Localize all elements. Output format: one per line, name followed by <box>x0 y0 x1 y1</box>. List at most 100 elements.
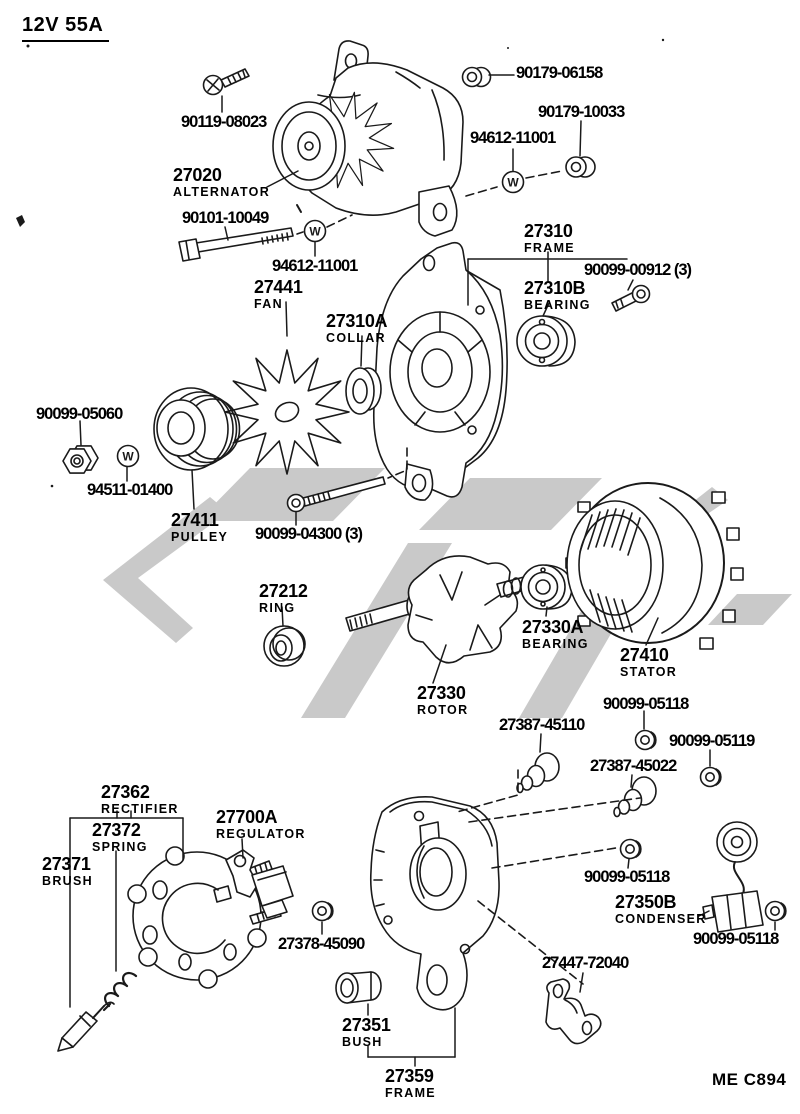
label-27378-45090: 27378-45090 <box>278 935 365 953</box>
label-27330A: 27330A BEARING <box>522 618 589 651</box>
fan-drawing <box>224 349 350 475</box>
bolt-90101-drawing <box>178 227 294 262</box>
label-90099-05118-b: 90099-05118 <box>584 868 670 886</box>
label-94612-11001-lower: 94612-11001 <box>272 257 358 275</box>
nut-90099-05060-drawing <box>62 445 99 474</box>
part-number: 27441 <box>254 277 303 297</box>
bolt-90099-00912-drawing <box>611 284 651 312</box>
part-name: COLLAR <box>326 330 386 345</box>
part-number: 90179-06158 <box>516 64 603 82</box>
part-number: 27330A <box>522 617 584 637</box>
part-number: 90101-10049 <box>182 209 269 227</box>
part-number: 27447-72040 <box>542 954 629 972</box>
label-27387-45110: 27387-45110 <box>499 716 585 734</box>
bolt-90099-04300-drawing <box>286 476 386 513</box>
label-27387-45022: 27387-45022 <box>590 757 677 775</box>
part-number: 90119-08023 <box>181 113 267 131</box>
part-number: 90099-05118 <box>693 930 779 948</box>
part-number: 27310 <box>524 221 573 241</box>
part-number: 27310A <box>326 311 388 331</box>
label-27310A: 27310A COLLAR <box>326 311 388 345</box>
label-27700A: 27700A REGULATOR <box>216 808 306 841</box>
part-name: ALTERNATOR <box>173 184 271 199</box>
label-90099-05118-a: 90099-05118 <box>603 695 689 713</box>
ring-drawing <box>263 625 306 667</box>
label-90099-00912: 90099-00912 (3) <box>584 261 692 279</box>
drive-end-frame-drawing <box>372 241 508 501</box>
part-number: 27350B <box>615 892 677 912</box>
label-27350B: 27350B CONDENSER <box>615 893 707 926</box>
assembly-axis-lines <box>296 170 641 985</box>
rectifier-drawing <box>127 846 282 989</box>
part-number: 90099-05119 <box>669 732 755 750</box>
label-90099-05060: 90099-05060 <box>36 405 123 423</box>
washer-letter: W <box>309 225 321 239</box>
bearing-27310B-drawing <box>516 315 576 367</box>
screw-90119-drawing <box>202 68 250 96</box>
part-number: 27020 <box>173 165 222 185</box>
stator-drawing <box>565 482 744 650</box>
part-name: BUSH <box>342 1034 383 1049</box>
nut-90179-06158-drawing <box>461 66 492 88</box>
alternator-assembly-drawing <box>272 40 464 237</box>
label-90119-08023: 90119-08023 <box>181 113 267 131</box>
part-name: FRAME <box>385 1085 436 1100</box>
label-27372: 27372 SPRING <box>92 821 148 854</box>
part-name: STATOR <box>620 664 678 679</box>
part-name: SPRING <box>92 839 148 854</box>
label-94511-01400: 94511-01400 <box>87 481 173 499</box>
diagram-title: 12V 55A <box>22 14 110 42</box>
part-number: 90099-05060 <box>36 405 123 423</box>
label-90101-10049: 90101-10049 <box>182 209 269 227</box>
part-number: 27700A <box>216 807 278 827</box>
part-number: 94612-11001 <box>272 257 358 275</box>
label-90099-04300: 90099-04300 (3) <box>255 525 363 543</box>
part-name: REGULATOR <box>216 826 306 841</box>
label-90099-05118-c: 90099-05118 <box>693 930 779 948</box>
washer-letter: W <box>122 450 134 464</box>
part-name: BRUSH <box>42 873 93 888</box>
part-name: BEARING <box>522 636 589 651</box>
part-name: ROTOR <box>417 702 469 717</box>
part-number: 94511-01400 <box>87 481 173 499</box>
label-94612-11001-upper: 94612-11001 <box>470 129 556 147</box>
label-27447-72040: 27447-72040 <box>542 954 629 972</box>
washer-symbol-icon: W W W <box>116 170 525 468</box>
part-name: RING <box>259 600 296 615</box>
plug-27387-45022-drawing <box>613 776 657 818</box>
label-27411: 27411 PULLEY <box>171 511 228 544</box>
part-number: 27212 <box>259 581 308 601</box>
label-27371: 27371 BRUSH <box>42 855 93 888</box>
label-27410: 27410 STATOR <box>620 646 677 679</box>
part-number: 90099-04300 (3) <box>255 525 363 543</box>
condenser-drawing <box>702 821 764 933</box>
part-name: BEARING <box>524 297 591 312</box>
part-number: 27362 <box>101 782 150 802</box>
label-27362: 27362 RECTIFIER <box>101 783 179 816</box>
print-artifacts <box>16 38 665 488</box>
part-number: 27351 <box>342 1015 391 1035</box>
part-number: 90099-05118 <box>603 695 689 713</box>
collar-drawing <box>345 367 382 415</box>
lead-clamp-drawing <box>545 978 602 1045</box>
bearing-27330A-drawing <box>520 564 573 610</box>
part-number: 27371 <box>42 854 91 874</box>
bush-drawing <box>335 971 382 1004</box>
part-name: CONDENSER <box>615 911 707 926</box>
part-name: PULLEY <box>171 529 229 544</box>
part-name: FAN <box>254 296 283 311</box>
part-number: 27387-45022 <box>590 757 677 775</box>
rear-end-frame-drawing <box>369 795 500 1011</box>
label-27020: 27020 ALTERNATOR <box>173 166 270 199</box>
part-number: 27359 <box>385 1066 434 1086</box>
part-name: FRAME <box>524 240 575 255</box>
label-27359: 27359 FRAME <box>385 1067 436 1100</box>
part-number: 90099-05118 <box>584 868 670 886</box>
pulley-drawing <box>153 387 241 471</box>
part-number: 27310B <box>524 278 586 298</box>
part-number: 94612-11001 <box>470 129 556 147</box>
label-27441: 27441 FAN <box>254 278 303 311</box>
part-number: 27330 <box>417 683 466 703</box>
label-27310: 27310 FRAME <box>524 222 575 255</box>
part-number: 27387-45110 <box>499 716 585 734</box>
